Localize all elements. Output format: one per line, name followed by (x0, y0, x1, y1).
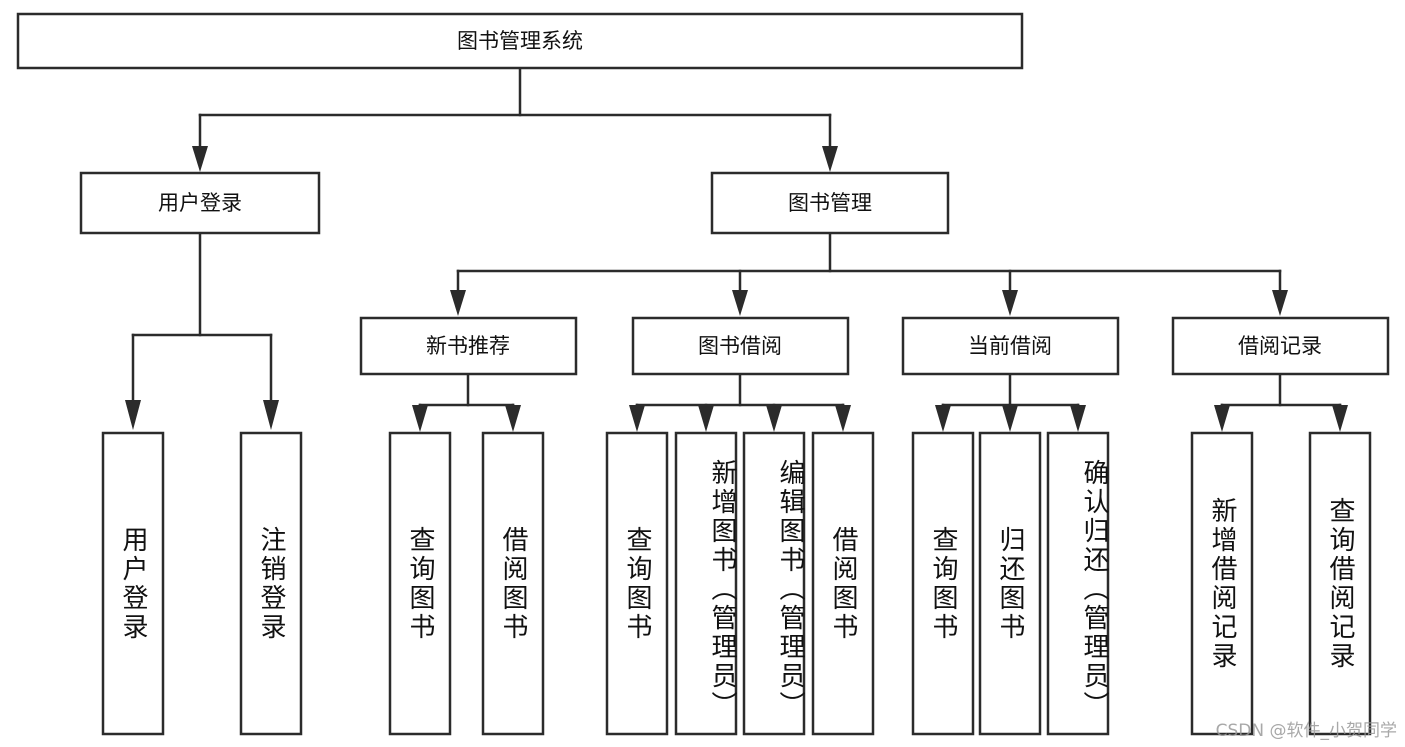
arrowhead-book-manage (822, 146, 838, 172)
node-book-borrow[interactable]: 图书借阅 (631, 316, 850, 376)
leaf-box-br-query-record[interactable] (1308, 431, 1372, 736)
leaf-box-bb-query-book[interactable] (605, 431, 669, 736)
leaf-box-cb-query-book[interactable] (911, 431, 975, 736)
node-book-management[interactable]: 图书管理 (710, 171, 950, 235)
leaf-box-bb-borrow-book[interactable] (811, 431, 875, 736)
arrowhead-cb-leaf3 (1070, 405, 1086, 432)
arrowhead-nb-leaf1 (412, 405, 428, 432)
node-book-borrow-label: 图书借阅 (698, 334, 782, 358)
leaf-box-nb-borrow-book[interactable] (481, 431, 545, 736)
node-book-borrow-box[interactable] (631, 316, 850, 376)
node-book-management-box[interactable] (710, 171, 950, 235)
leaf-box-bb-edit-book[interactable] (742, 431, 806, 736)
connector-layer (125, 66, 1348, 432)
node-user-login-label: 用户登录 (158, 191, 242, 215)
leaf-box-cb-confirm-return[interactable] (1046, 431, 1110, 736)
node-root-label: 图书管理系统 (457, 29, 583, 53)
arrowhead-bb-leaf3 (766, 405, 782, 432)
arrowhead-new-book (450, 290, 466, 316)
arrowhead-current-borrow (1002, 290, 1018, 316)
node-borrow-record-label: 借阅记录 (1238, 334, 1322, 358)
node-current-borrow-label: 当前借阅 (968, 334, 1052, 358)
node-user-login[interactable]: 用户登录 (79, 171, 321, 235)
leaf-box-nb-query-book[interactable] (388, 431, 452, 736)
leaf-box-br-add-record[interactable] (1190, 431, 1254, 736)
leaf-box-user-login[interactable] (101, 431, 165, 736)
arrowhead-leaf-logout (263, 400, 279, 430)
arrowhead-bb-leaf1 (629, 405, 645, 432)
node-new-book-recommend-label: 新书推荐 (426, 334, 510, 358)
leaf-box-logout[interactable] (239, 431, 303, 736)
arrowhead-cb-leaf1 (935, 405, 951, 432)
node-root-system[interactable]: 图书管理系统 (16, 12, 1024, 70)
arrowhead-bb-leaf2 (698, 405, 714, 432)
arrowhead-leaf-user-login (125, 400, 141, 430)
node-root-box[interactable] (16, 12, 1024, 70)
node-book-management-label: 图书管理 (788, 191, 872, 215)
leaf-box-bb-add-book[interactable] (674, 431, 738, 736)
arrowhead-bb-leaf4 (835, 405, 851, 432)
node-user-login-box[interactable] (79, 171, 321, 235)
node-new-book-recommend-box[interactable] (359, 316, 578, 376)
node-borrow-record-box[interactable] (1171, 316, 1390, 376)
arrowhead-cb-leaf2 (1002, 405, 1018, 432)
arrowhead-br-leaf2 (1332, 405, 1348, 432)
node-new-book-recommend[interactable]: 新书推荐 (359, 316, 578, 376)
arrowhead-br-leaf1 (1214, 405, 1230, 432)
node-current-borrow[interactable]: 当前借阅 (901, 316, 1120, 376)
node-current-borrow-box[interactable] (901, 316, 1120, 376)
leaf-box-layer (101, 431, 1372, 736)
arrowhead-borrow-record (1272, 290, 1288, 316)
node-borrow-record[interactable]: 借阅记录 (1171, 316, 1390, 376)
leaf-box-cb-return-book[interactable] (978, 431, 1042, 736)
arrowhead-user-login (192, 146, 208, 172)
arrowhead-nb-leaf2 (505, 405, 521, 432)
arrowhead-book-borrow (732, 290, 748, 316)
